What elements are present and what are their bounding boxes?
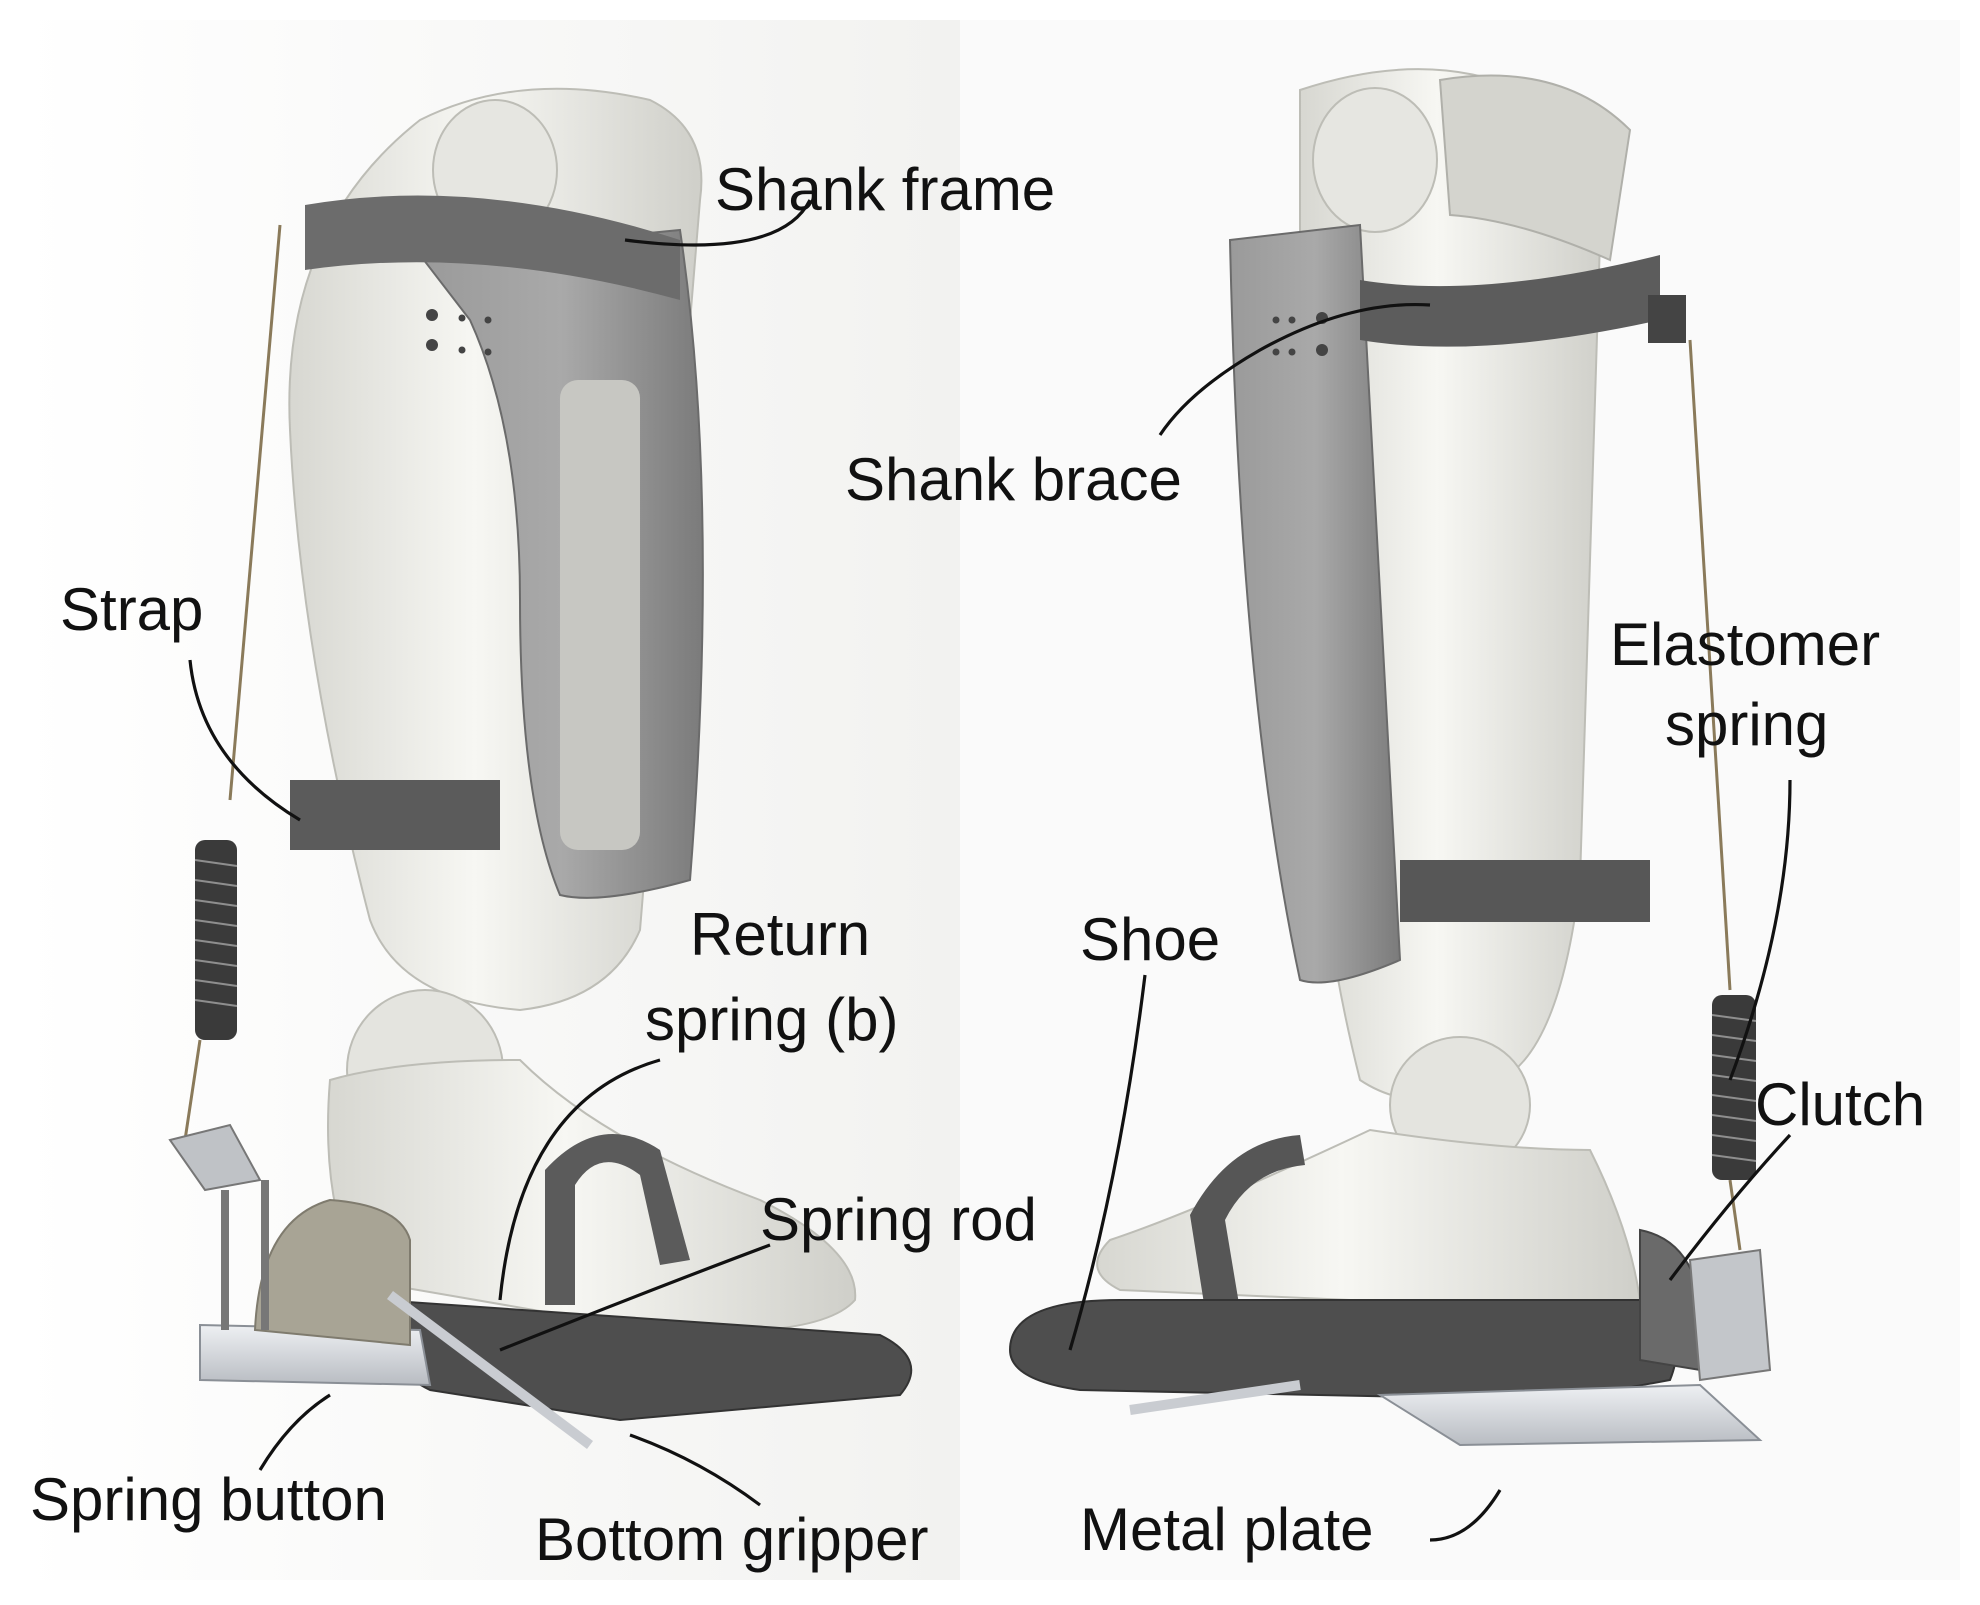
leader-shank-frame [624,199,812,247]
right-bracket [1648,295,1686,343]
leader-shoe [1068,974,1147,1351]
leader-shank-brace [1158,302,1431,436]
right-orthosis [1008,68,1772,1447]
right-knee-cover [1438,74,1632,262]
leader-spring-button [258,1393,331,1471]
right-cable [1688,339,1732,991]
right-cable-lower [1728,1179,1742,1251]
right-shank-brace [1228,223,1402,984]
label-shoe: Shoe [1080,906,1220,973]
left-cable-lower [183,1039,202,1141]
leader-elastomer [1728,779,1792,1081]
left-posts [221,1180,269,1330]
label-elastomer-line1: Elastomer [1610,611,1880,678]
right-linkage [1688,1248,1772,1382]
label-clutch: Clutch [1755,1071,1925,1138]
label-metal-plate: Metal plate [1080,1496,1374,1563]
label-bottom-gripper: Bottom gripper [535,1506,929,1573]
label-shank-brace: Shank brace [845,446,1182,513]
left-cable [228,224,282,801]
label-return-spring-line2: spring (b) [645,986,898,1053]
left-spring-rod [387,1291,593,1449]
leader-clutch [1668,1133,1792,1281]
label-shank-frame: Shank frame [715,156,1055,223]
right-metal-plate [1376,1383,1763,1447]
left-linkage [168,1123,262,1192]
leader-bottom-gripper [629,1433,761,1507]
left-bolts [426,309,492,356]
leader-return-spring [498,1058,661,1301]
label-return-spring-line1: Return [690,901,870,968]
right-calf-strap [1400,860,1650,922]
left-elastomer-spring [194,840,238,1040]
left-brace-slot [560,380,640,850]
leader-lines [188,199,1792,1542]
leader-spring-rod [499,1243,771,1352]
label-elastomer-line2: spring [1665,691,1828,758]
left-orthosis [168,87,913,1449]
left-top-band [305,195,680,300]
labels: Shank frame Shank brace Strap Elastomer … [30,156,1925,1573]
right-spring-rod [1129,1380,1301,1415]
label-spring-rod: Spring rod [760,1186,1037,1253]
label-strap: Strap [60,576,203,643]
left-calf-strap [290,780,500,850]
left-foot-strap [545,1134,690,1305]
right-knee-joint [1312,87,1438,233]
label-spring-button: Spring button [30,1466,387,1533]
right-foot-strap [1190,1135,1305,1310]
right-sole [1008,1299,1678,1402]
right-top-band [1360,255,1660,347]
leader-metal-plate [1429,1489,1502,1542]
leader-strap [188,659,301,822]
